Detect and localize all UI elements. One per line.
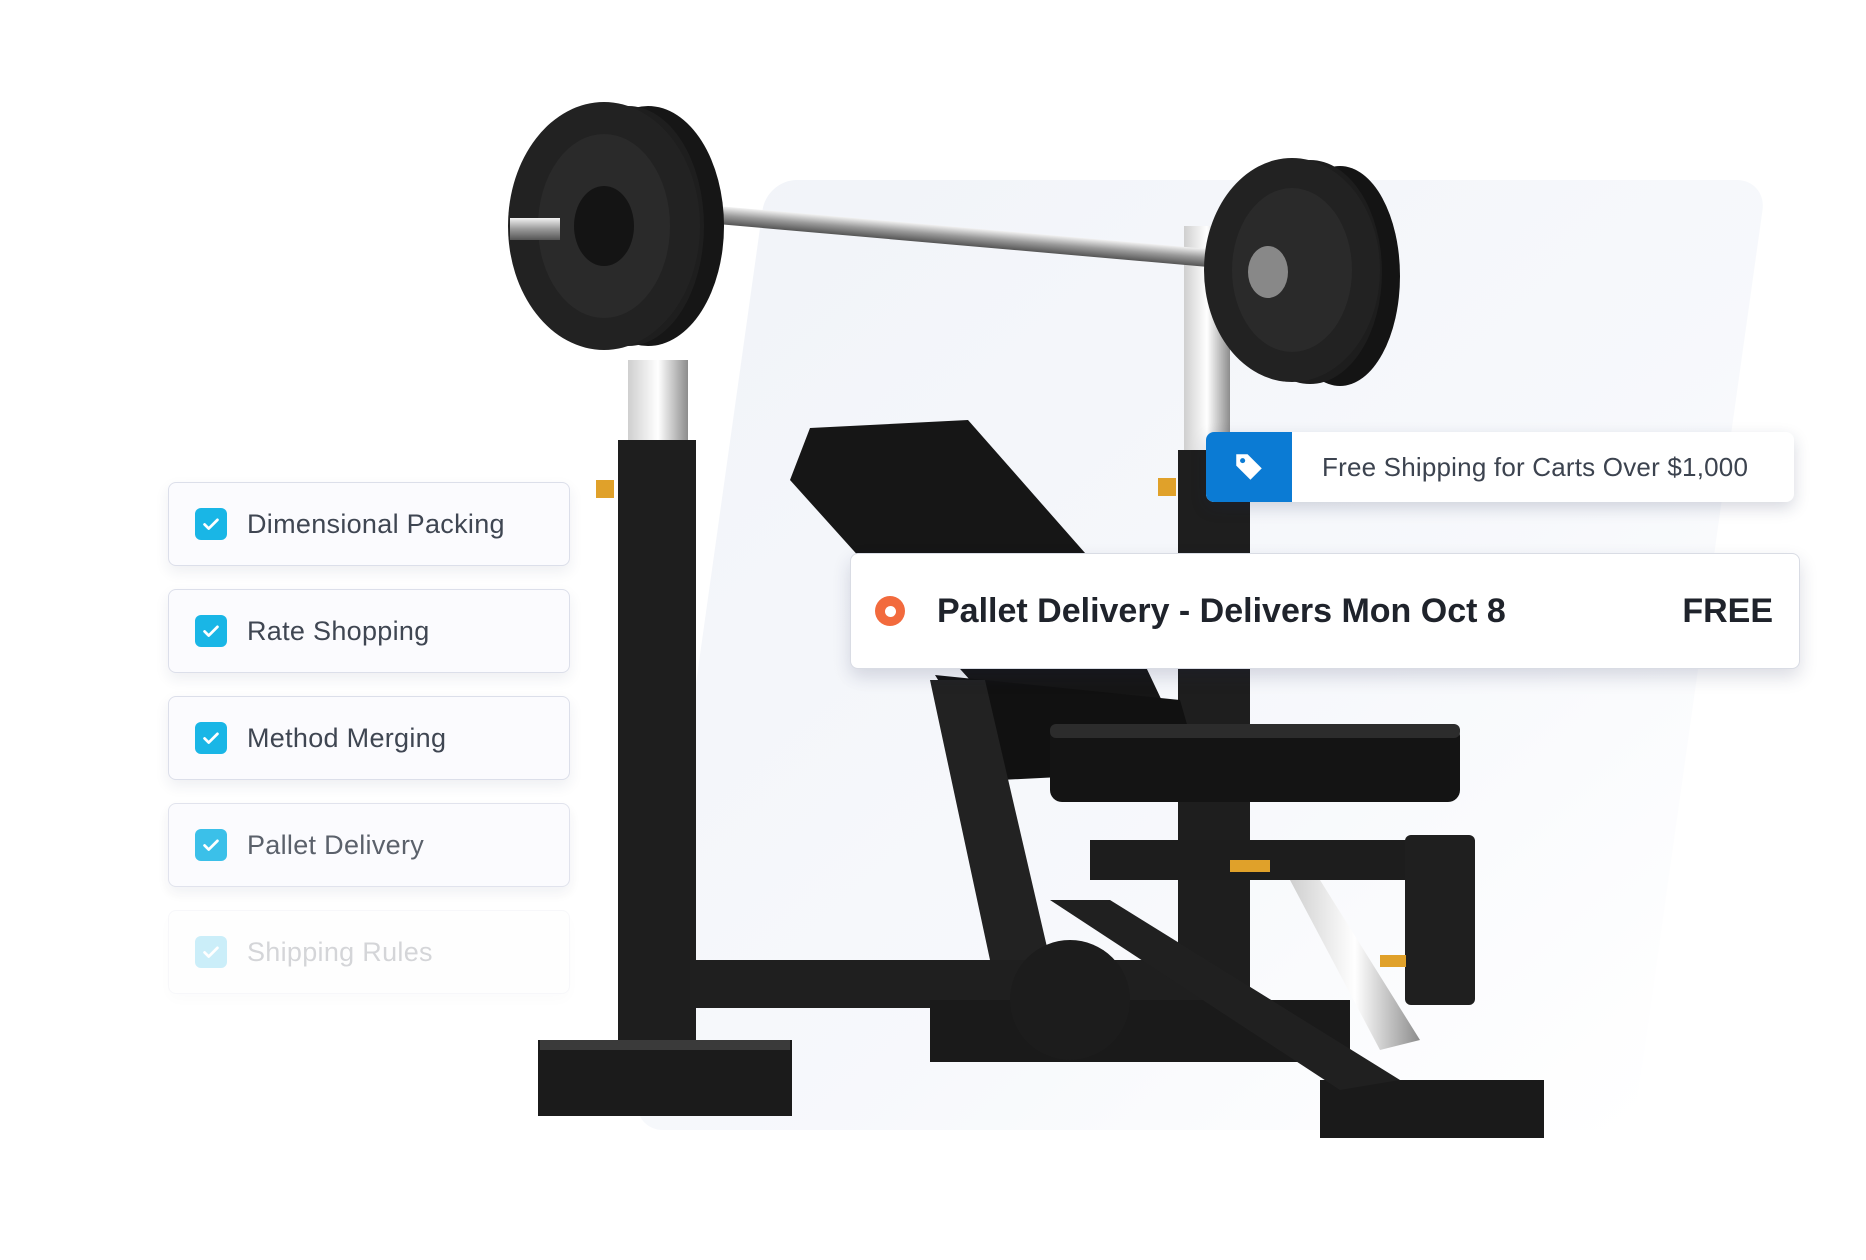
shipping-option-pallet-delivery[interactable]: Pallet Delivery - Delivers Mon Oct 8 FRE… — [850, 553, 1800, 669]
feature-item-shipping-rules[interactable]: Shipping Rules — [168, 910, 570, 994]
feature-label: Method Merging — [247, 722, 447, 753]
tag-icon — [1206, 432, 1292, 502]
radio-selected-icon[interactable] — [875, 596, 905, 626]
checkbox-checked-icon[interactable] — [195, 508, 227, 540]
feature-label: Rate Shopping — [247, 615, 430, 646]
feature-item-dimensional-packing[interactable]: Dimensional Packing — [168, 482, 570, 566]
checkbox-checked-icon[interactable] — [195, 615, 227, 647]
feature-item-rate-shopping[interactable]: Rate Shopping — [168, 589, 570, 673]
shipping-option-label: Pallet Delivery - Delivers Mon Oct 8 — [937, 591, 1506, 630]
checkbox-checked-icon[interactable] — [195, 722, 227, 754]
feature-label: Pallet Delivery — [247, 829, 425, 860]
feature-label: Dimensional Packing — [247, 508, 505, 539]
checkbox-checked-icon[interactable] — [195, 936, 227, 968]
feature-item-method-merging[interactable]: Method Merging — [168, 696, 570, 780]
promo-text: Free Shipping for Carts Over $1,000 — [1322, 451, 1749, 482]
checkbox-checked-icon[interactable] — [195, 829, 227, 861]
free-shipping-promo: Free Shipping for Carts Over $1,000 — [1206, 432, 1794, 502]
shipping-option-price: FREE — [1682, 591, 1773, 630]
feature-item-pallet-delivery[interactable]: Pallet Delivery — [168, 803, 570, 887]
feature-label: Shipping Rules — [247, 936, 433, 967]
